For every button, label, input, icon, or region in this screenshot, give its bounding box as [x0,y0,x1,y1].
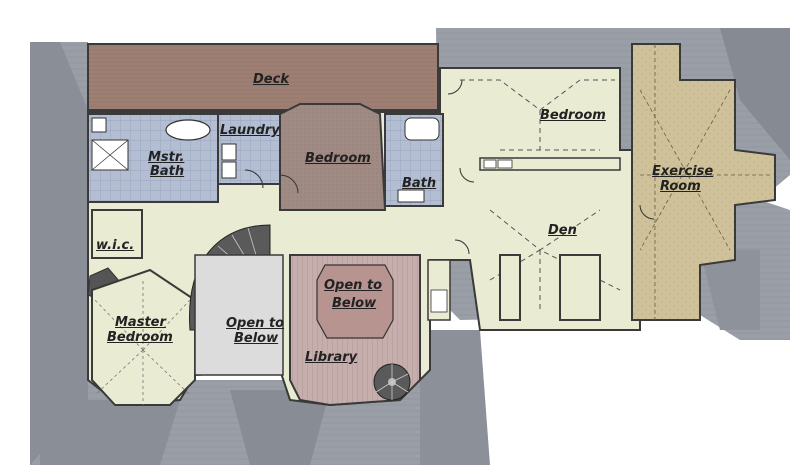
label-master-bath-2: Bath [150,164,185,179]
label-bath: Bath [402,176,437,191]
label-bedroom-right: Bedroom [540,108,606,123]
label-library: Library [305,350,358,365]
label-exercise-2: Room [660,179,701,194]
label-deck: Deck [253,72,289,87]
open-below-left-area [194,254,284,376]
wic-area [91,209,143,259]
label-laundry: Laundry [220,123,280,138]
exercise-room-area [631,43,776,321]
label-open-below-left-2: Below [234,331,279,346]
open-below-center-area [316,264,394,339]
master-bedroom-area [91,268,196,406]
bedroom-right-area [460,79,615,151]
spiral-staircase [373,363,411,401]
label-den: Den [548,223,577,238]
label-open-below-center-1: Open to [324,278,383,293]
center-bedroom-area [279,103,387,211]
label-wic: w.i.c. [96,238,135,253]
label-open-below-left-1: Open to [226,316,285,331]
label-exercise-1: Exercise [652,164,714,179]
deck-area [87,43,439,111]
label-bedroom-center: Bedroom [305,151,371,166]
label-open-below-center-2: Below [332,296,377,311]
label-master-bedroom-2: Bedroom [107,330,173,345]
label-master-bedroom-1: Master [115,315,166,330]
label-master-bath-1: Mstr. [148,150,185,165]
